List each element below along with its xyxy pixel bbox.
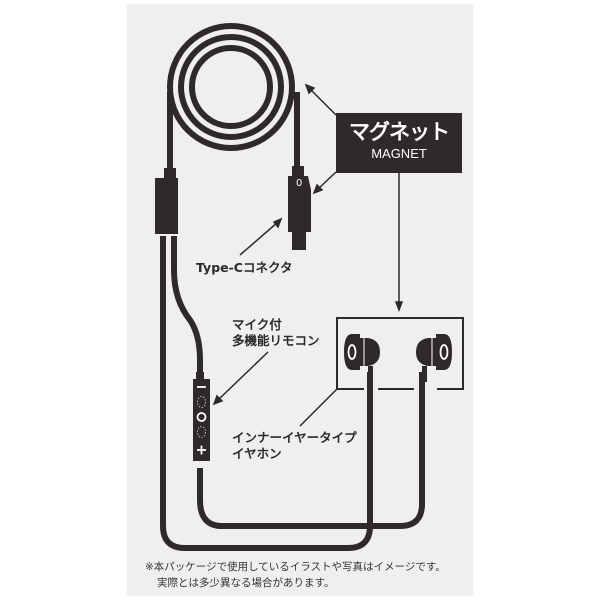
earphone-label-line1: インナーイヤータイプ	[232, 430, 357, 445]
cable-inner	[197, 372, 425, 529]
remote-control-icon	[193, 372, 210, 461]
magnet-label-en: MAGNET	[371, 146, 427, 161]
callout-arrows	[212, 83, 404, 427]
magnet-label-jp: マグネット	[349, 120, 450, 144]
type-c-connector-icon: 0	[288, 166, 311, 250]
earphone-label: インナーイヤータイプ イヤホン	[232, 430, 357, 462]
disclaimer-line2: 実際とは多少異なる場合があります。	[157, 577, 335, 589]
disclaimer-line1: ※本パッケージで使用しているイラストや写真はイメージです。	[145, 561, 446, 573]
remote-label-line2: 多機能リモコン	[232, 333, 320, 348]
left-earbud-icon	[344, 334, 380, 382]
disclaimer-note: ※本パッケージで使用しているイラストや写真はイメージです。 実際とは多少異なる場…	[145, 559, 446, 591]
type-c-label: Type-Cコネクタ	[196, 260, 293, 275]
remote-label: マイク付 多機能リモコン	[232, 317, 320, 349]
earphone-label-line2: イヤホン	[232, 446, 282, 461]
svg-text:0: 0	[296, 178, 302, 189]
right-earbud-icon	[416, 334, 452, 382]
cable-outer	[160, 236, 373, 551]
earbuds-box	[336, 317, 464, 390]
magnet-callout-box: マグネット MAGNET	[336, 113, 462, 173]
coiled-cable-icon	[167, 23, 300, 172]
remote-label-line1: マイク付	[232, 317, 282, 332]
cable-to-remote	[171, 236, 203, 378]
left-plug-icon	[155, 168, 178, 234]
